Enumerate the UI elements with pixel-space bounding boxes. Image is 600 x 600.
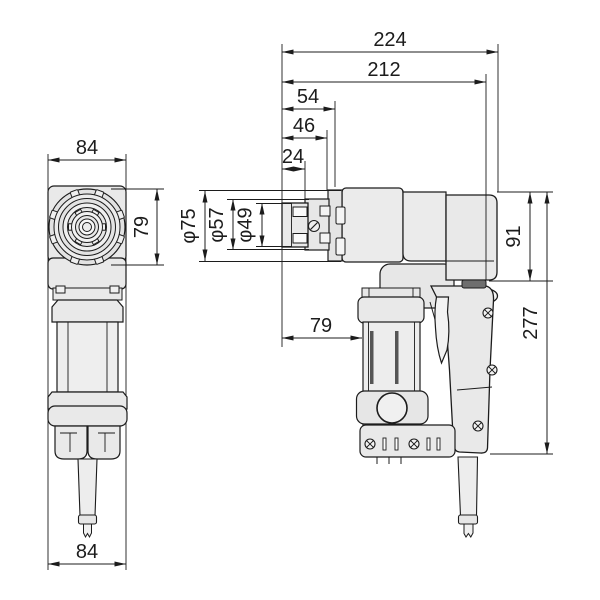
base-slot <box>394 437 399 451</box>
front-view: 84 79 84 <box>47 137 164 570</box>
dimension-face-to-grip: 79 <box>282 315 362 341</box>
nose-assembly <box>281 189 346 262</box>
dimension-front-head-height: 79 <box>111 188 164 266</box>
trigger <box>429 296 450 365</box>
dim-nose-outer-dia: φ75 <box>178 208 200 243</box>
dim-sleeve-length: 46 <box>293 115 315 137</box>
base-slot <box>436 437 441 451</box>
housing-latch <box>461 279 487 289</box>
dimension-sleeve-dia: φ57 <box>206 199 236 250</box>
dim-front-top-width: 84 <box>76 137 98 159</box>
base-slot <box>382 437 387 451</box>
dimension-body-length: 212 <box>282 59 486 85</box>
socket-face <box>48 188 126 266</box>
vent-slits <box>376 457 402 464</box>
dim-tip-length: 24 <box>282 146 304 168</box>
base-block-left <box>54 425 88 460</box>
clamp-band-front <box>47 405 128 427</box>
motor-housing <box>445 194 498 281</box>
tip-notch <box>292 233 308 244</box>
tip-notch <box>292 206 308 217</box>
dimension-overall-length: 224 <box>282 29 498 55</box>
dim-body-length: 212 <box>367 59 400 81</box>
body-slot <box>370 331 374 384</box>
extension-lines-side <box>199 44 553 455</box>
dimension-nose-outer-dia: φ75 <box>178 191 208 261</box>
dim-face-to-grip: 79 <box>310 315 332 337</box>
dim-motor-height: 91 <box>503 225 525 247</box>
dimension-sleeve-length: 46 <box>282 115 327 141</box>
dim-overall-height: 277 <box>520 306 542 339</box>
power-cord-front <box>77 458 98 539</box>
clamp-shoulder-front <box>47 391 128 410</box>
motor-body <box>341 187 498 289</box>
dim-nose-length: 54 <box>297 86 319 108</box>
grip-screw <box>486 364 498 376</box>
gear-case-cap <box>357 296 425 324</box>
ejector-port <box>376 392 408 424</box>
dimension-tip-length: 24 <box>282 146 305 172</box>
dimension-tip-dia: φ49 <box>235 203 265 247</box>
dimension-motor-height: 91 <box>503 192 533 281</box>
dimension-front-top-width: 84 <box>48 137 126 163</box>
flange-clip <box>335 206 346 225</box>
dim-overall-length: 224 <box>373 29 406 51</box>
base-block-right <box>87 425 121 460</box>
front-cylinder <box>341 187 404 263</box>
dim-front-bottom-width: 84 <box>76 541 98 563</box>
sleeve-clip <box>319 205 331 217</box>
sleeve-clip <box>319 232 331 244</box>
front-handle-assembly <box>47 285 128 460</box>
flange-clip <box>335 237 346 256</box>
motor-flange-front <box>51 299 124 323</box>
base-screw <box>408 438 420 450</box>
base-slot <box>426 437 431 451</box>
dimension-overall-height: 277 <box>520 192 550 454</box>
body-slot <box>395 331 399 384</box>
dim-front-head-height: 79 <box>131 216 153 238</box>
power-cord-side <box>457 456 479 538</box>
grip-screw <box>472 420 484 432</box>
dim-sleeve-dia: φ57 <box>206 207 228 242</box>
dimension-front-bottom-width: 84 <box>48 541 126 567</box>
side-view: 224 212 54 46 24 <box>178 29 553 538</box>
mid-cylinder <box>402 191 447 262</box>
grip-screw <box>482 307 494 319</box>
handle-body-front <box>56 321 119 393</box>
gear-case-assembly <box>355 287 456 464</box>
dimension-nose-length: 54 <box>282 86 335 112</box>
dim-tip-dia: φ49 <box>235 207 257 242</box>
base-screw <box>364 438 376 450</box>
